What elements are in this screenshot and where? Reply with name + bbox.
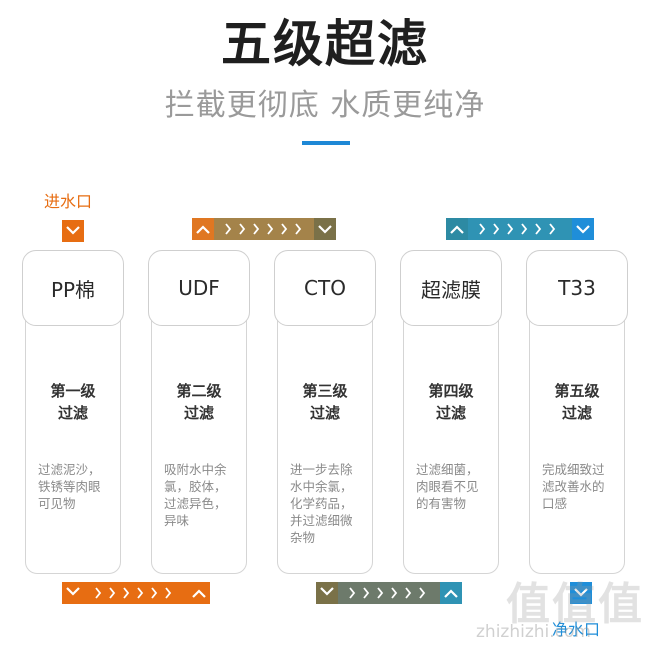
chevron-up-icon bbox=[450, 225, 464, 234]
filter-stage-3: 第三级 过滤 bbox=[302, 382, 348, 422]
connector-udf-cto bbox=[192, 218, 336, 240]
chevron-down-icon bbox=[576, 225, 590, 234]
chevron-down-icon bbox=[574, 588, 588, 597]
filter-name-5: T33 bbox=[558, 276, 596, 300]
filter-stage-1: 第一级 过滤 bbox=[50, 382, 96, 422]
chevron-right-icons bbox=[225, 223, 302, 235]
chevron-right-icons bbox=[349, 587, 426, 599]
chevron-down-icon bbox=[318, 225, 332, 234]
filter-name-4: 超滤膜 bbox=[421, 277, 481, 302]
chevron-up-icon bbox=[196, 225, 210, 234]
watermark-logo: 值值值 bbox=[506, 579, 644, 630]
filter-head-1: PP棉 bbox=[22, 250, 124, 326]
filter-desc-4: 过滤细菌，肉眼看不见的有害物 bbox=[416, 462, 479, 511]
accent-divider bbox=[302, 141, 350, 145]
filter-name-1: PP棉 bbox=[50, 277, 96, 302]
page-title: 五级超滤 bbox=[221, 15, 429, 73]
filter-head-3: CTO bbox=[274, 250, 376, 326]
chevron-down-icon bbox=[66, 226, 80, 235]
filter-stage-4: 第四级 过滤 bbox=[428, 382, 474, 422]
filter-desc-3: 进一步去除水中余氯，化学药品，并过滤细微杂物 bbox=[290, 462, 353, 545]
connector-uf-t33 bbox=[446, 218, 594, 240]
chevron-right-icons bbox=[95, 587, 172, 599]
filter-stage-2: 第二级 过滤 bbox=[176, 382, 222, 422]
connector-cto-uf bbox=[316, 582, 462, 604]
filter-stage-5: 第五级 过滤 bbox=[554, 382, 600, 422]
filter-head-4: 超滤膜 bbox=[400, 250, 502, 326]
filter-head-2: UDF bbox=[148, 250, 250, 326]
filter-head-5: T33 bbox=[526, 250, 628, 326]
filter-name-2: UDF bbox=[178, 276, 220, 300]
chevron-up-icon bbox=[444, 589, 458, 598]
inlet-connector bbox=[62, 220, 84, 242]
chevron-up-icon bbox=[192, 589, 206, 598]
filter-name-3: CTO bbox=[304, 276, 346, 300]
watermark-site: zhizhizhi.com bbox=[476, 622, 591, 642]
filter-desc-1: 过滤泥沙，铁锈等肉眼可见物 bbox=[38, 462, 101, 511]
filter-desc-5: 完成细致过滤改善水的口感 bbox=[542, 462, 605, 511]
chevron-right-icons bbox=[479, 223, 556, 235]
connector-pp-udf bbox=[62, 582, 210, 604]
filter-desc-2: 吸附水中余氯，胶体，过滤异色，异味 bbox=[164, 462, 227, 528]
outlet-connector bbox=[570, 582, 592, 604]
page-subtitle: 拦截更彻底 水质更纯净 bbox=[164, 88, 486, 123]
inlet-label: 进水口 bbox=[44, 192, 93, 211]
chevron-down-icon bbox=[66, 587, 80, 596]
chevron-down-icon bbox=[320, 587, 334, 596]
outlet-label: 净水口 bbox=[552, 620, 601, 639]
